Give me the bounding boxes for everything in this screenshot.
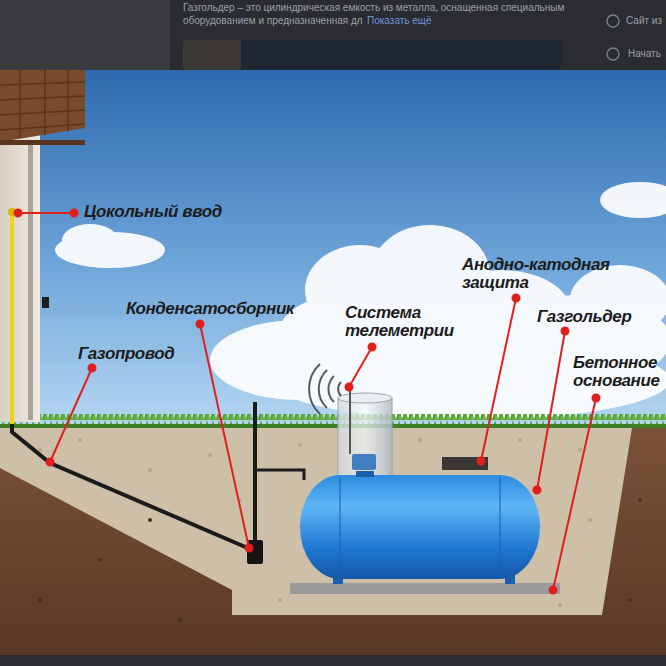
web-thumb-image (183, 40, 241, 70)
collector-pipe (253, 402, 257, 545)
grass-base (0, 424, 666, 428)
gas-pipe (12, 424, 250, 549)
concrete-base (290, 583, 560, 594)
tank-seam (499, 477, 501, 577)
callout-label: Газгольдер (537, 308, 631, 326)
roof (0, 70, 85, 142)
callout-label: Газопровод (78, 345, 174, 363)
telemetry-top (338, 393, 392, 403)
trench-gravel (0, 428, 632, 615)
downpipe (28, 140, 33, 420)
roof-edge (0, 140, 85, 145)
callout-label: Конденсатосборник (126, 300, 294, 318)
page-text: оборудованием и предназначенная дл (183, 15, 363, 27)
anode-box (442, 457, 488, 470)
web-icon (607, 48, 619, 60)
radio-waves (309, 364, 341, 414)
callout-label: Система телеметрии (345, 304, 456, 340)
web-icon (607, 15, 619, 27)
telemetry-hood (338, 398, 392, 478)
telemetry-device (352, 454, 376, 470)
web-side (0, 0, 170, 70)
callout-label: Бетонное основание (573, 354, 662, 390)
roof-tiles (0, 70, 85, 138)
gas-tank (300, 475, 540, 579)
tank-neck (356, 471, 374, 477)
house-wall (0, 130, 40, 422)
callout-label: Цокольный ввод (84, 203, 222, 221)
side-link: Сайт из (626, 15, 662, 27)
web-bottom (0, 655, 666, 666)
soil (0, 425, 666, 655)
web-thumb (183, 40, 561, 70)
tank-pipe (257, 470, 304, 480)
side-link: Начать (628, 48, 661, 60)
gravel-texture (38, 438, 592, 607)
wall-fixture (42, 297, 49, 308)
plinth-riser (10, 212, 14, 424)
page-text: Газгольдер – это цилиндрическая емкость … (183, 2, 564, 14)
tank-seam (339, 477, 341, 577)
callout-label: Анодно-катодная защита (462, 256, 612, 292)
web-strip (0, 0, 666, 70)
antenna (349, 388, 351, 454)
grass (0, 414, 666, 428)
show-more-link: Показать ещё (367, 15, 432, 27)
clouds (55, 182, 666, 420)
